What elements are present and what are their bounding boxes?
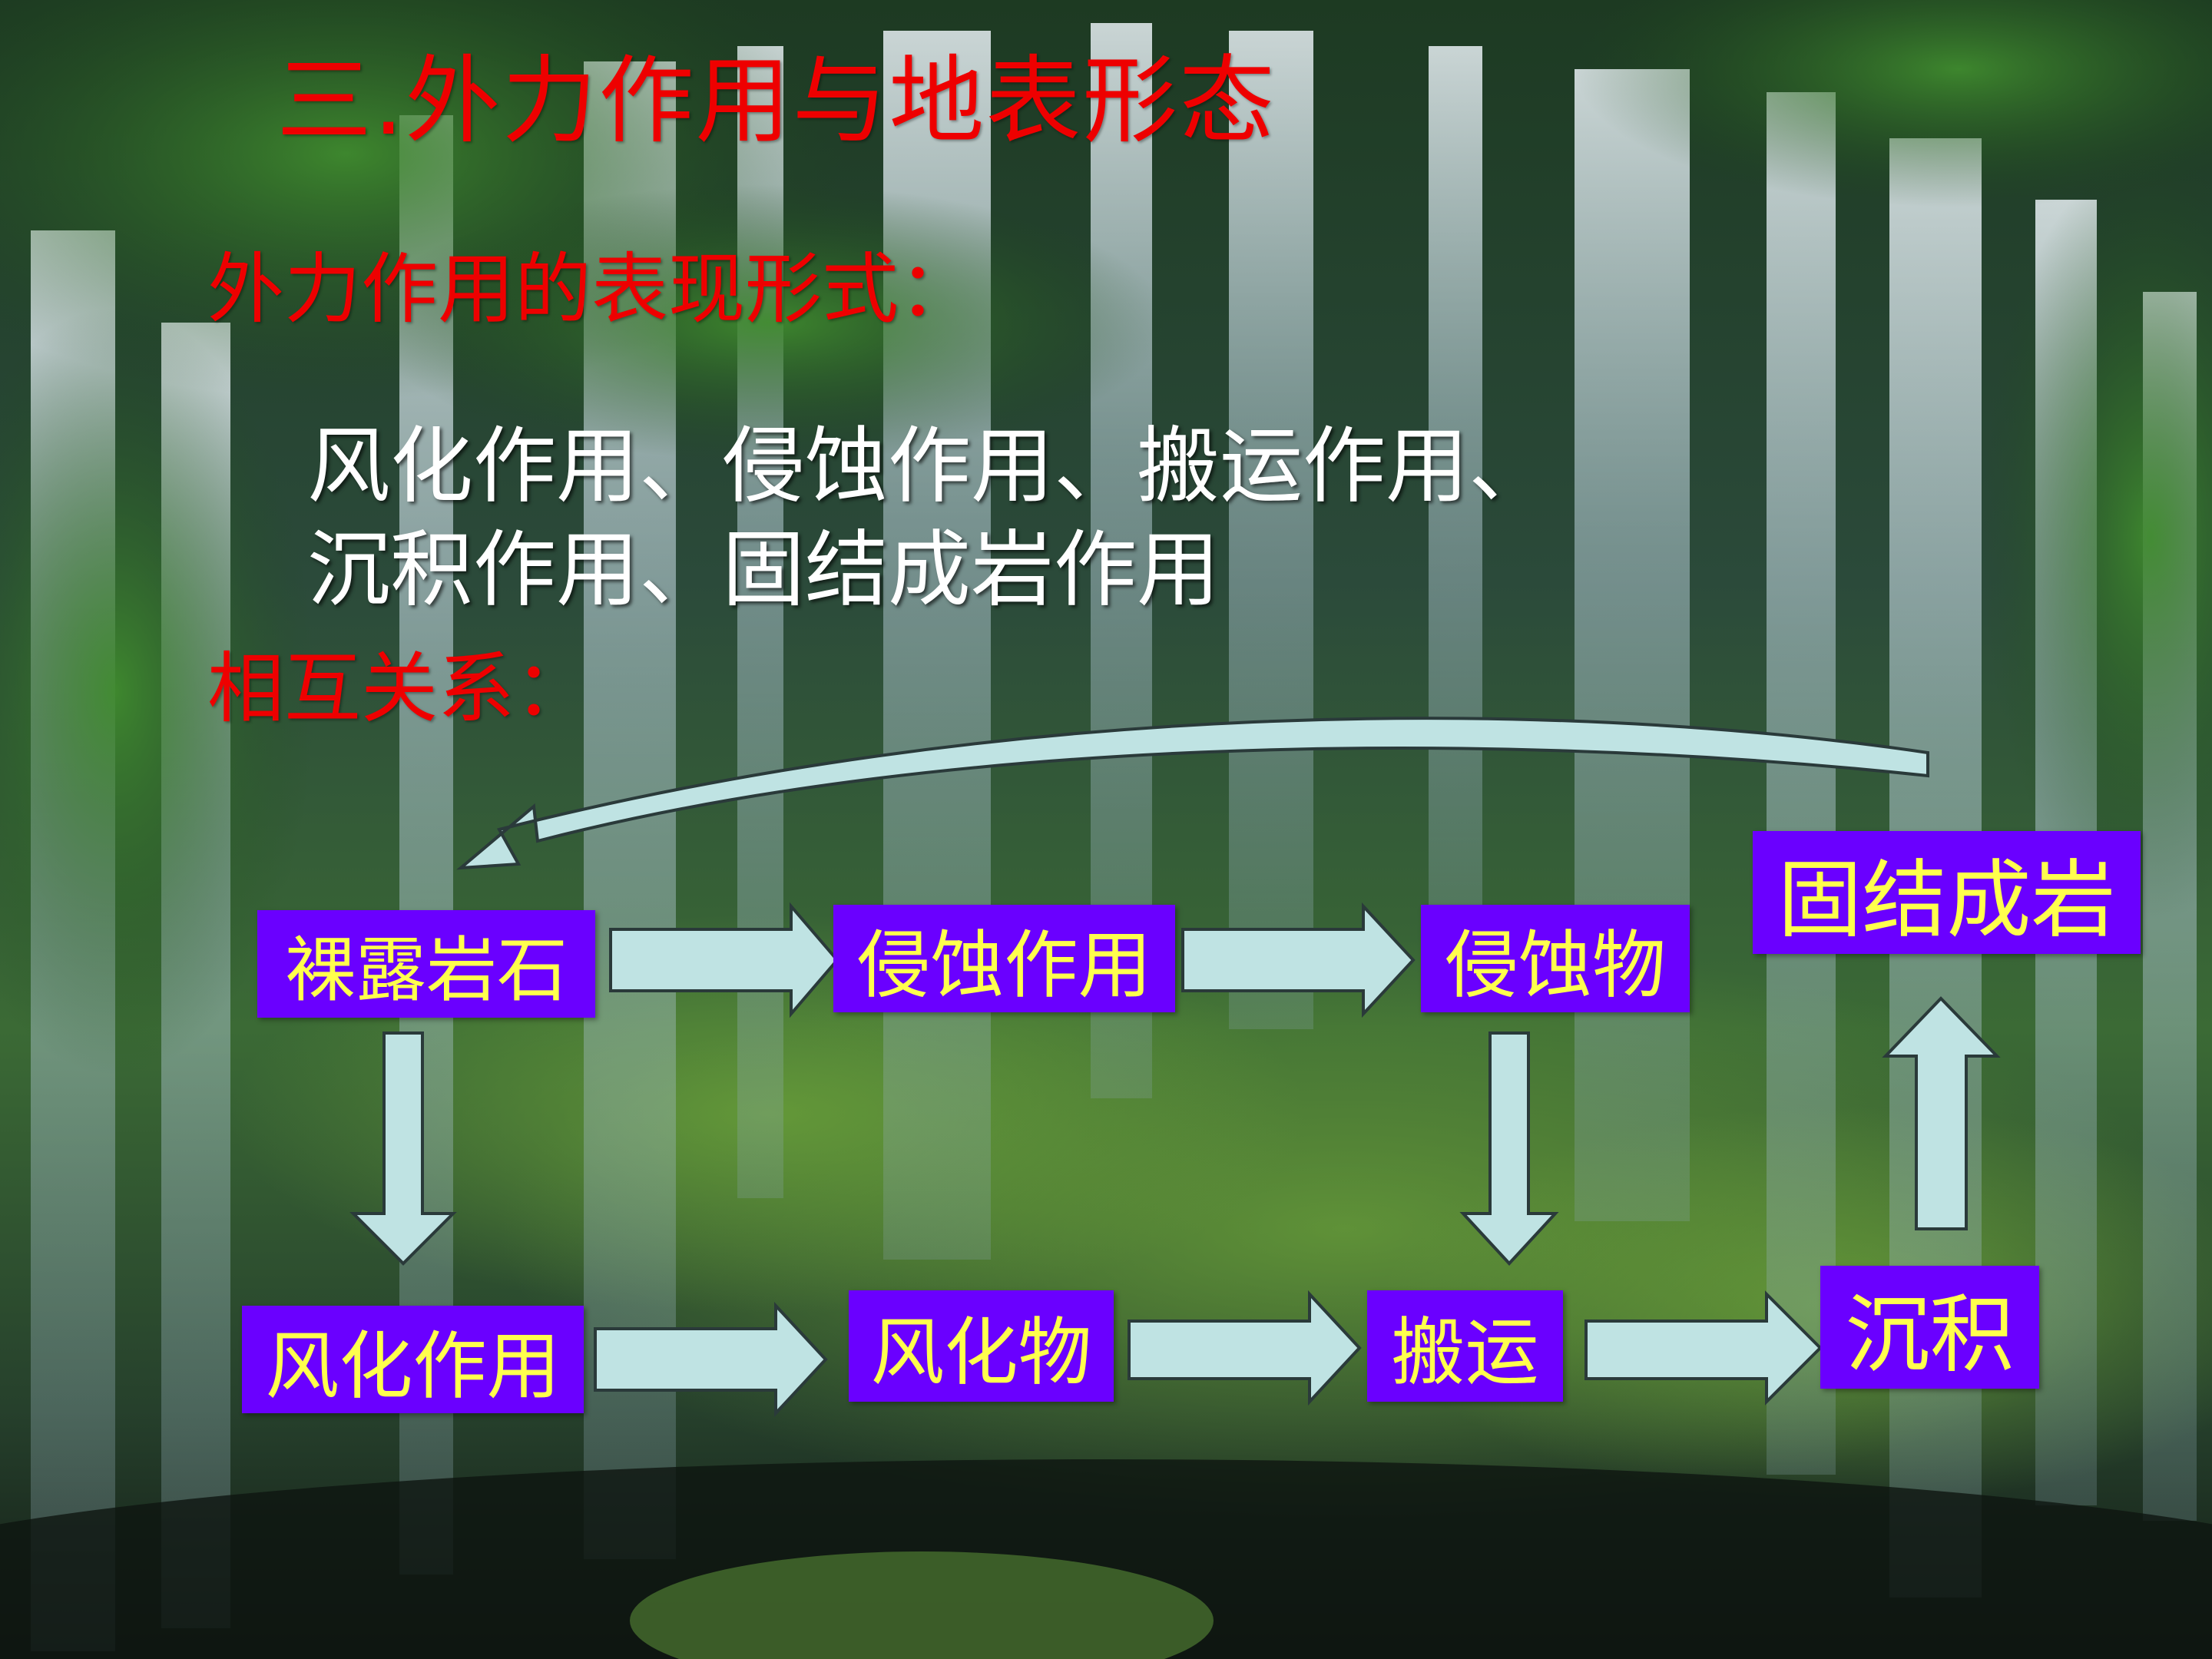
arrow-exposed-rock-to-weathering bbox=[349, 1031, 457, 1266]
arrow-weathered-material-to-transport bbox=[1128, 1290, 1362, 1406]
arrow-deposition-to-lithification bbox=[1882, 996, 2001, 1230]
node-eroded-material: 侵蚀物 bbox=[1421, 905, 1690, 1012]
node-weathered-material: 风化物 bbox=[849, 1290, 1114, 1402]
node-weathering: 风化作用 bbox=[242, 1306, 584, 1413]
forms-list-line-1: 风化作用、侵蚀作用、搬运作用、 bbox=[307, 419, 1552, 515]
node-lithification: 固结成岩 bbox=[1753, 831, 2141, 954]
node-exposed-rock: 裸露岩石 bbox=[257, 910, 595, 1018]
arrow-transport-to-deposition bbox=[1584, 1290, 1823, 1406]
arrow-weathering-to-weathered-material bbox=[594, 1301, 828, 1418]
node-erosion: 侵蚀作用 bbox=[833, 905, 1175, 1012]
node-deposition: 沉积 bbox=[1820, 1266, 2039, 1389]
forms-heading: 外力作用的表现形式： bbox=[207, 244, 975, 334]
forms-list-line-2: 沉积作用、固结成岩作用 bbox=[307, 522, 1220, 618]
arrow-exposed-rock-to-erosion bbox=[609, 902, 839, 1018]
relation-heading: 相互关系： bbox=[207, 644, 591, 733]
arrow-erosion-to-eroded-material bbox=[1181, 902, 1416, 1018]
arrow-eroded-material-to-transport bbox=[1459, 1031, 1559, 1266]
node-transport: 搬运 bbox=[1367, 1290, 1563, 1402]
return-arrow-lithification-to-exposed-rock bbox=[456, 717, 1929, 870]
slide-title: 三.外力作用与地表形态 bbox=[276, 46, 1277, 157]
